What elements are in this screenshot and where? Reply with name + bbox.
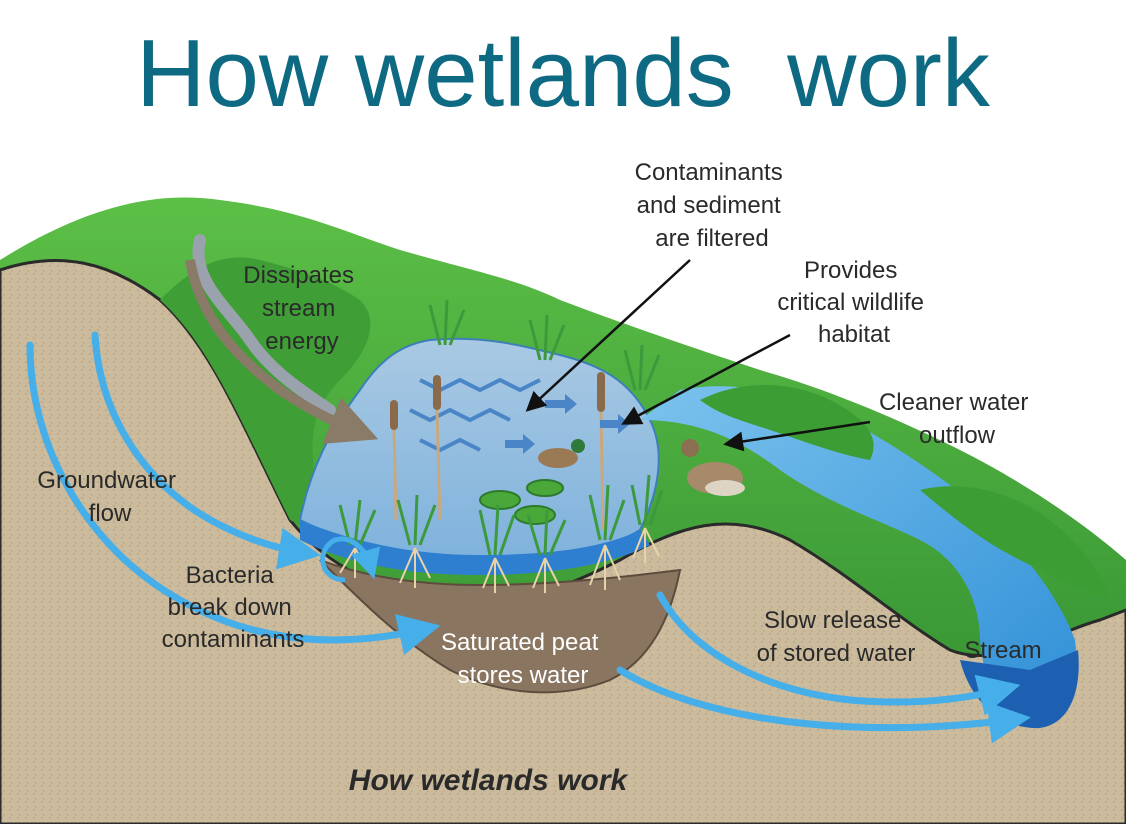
cattails <box>390 372 605 531</box>
label-wildlife: Provides critical wildlife habitat <box>777 257 930 348</box>
pond-current-2 <box>409 407 511 423</box>
wetland-plants <box>338 299 664 556</box>
duck-in-pond <box>538 439 585 468</box>
label-cleaner-water: Cleaner water outflow <box>879 389 1035 449</box>
label-groundwater: Groundwater flow <box>37 467 182 527</box>
page-title: How wetlands work <box>136 20 990 127</box>
label-dissipates: Dissipates stream energy <box>243 262 360 355</box>
upper-channel <box>192 234 336 416</box>
label-stream: Stream <box>964 637 1041 664</box>
wildlife-callout-arrow <box>621 333 791 425</box>
label-bacteria: Bacteria break down contaminants <box>162 562 305 653</box>
right-bank-grass <box>700 385 874 460</box>
pond-bottom-water <box>300 520 650 575</box>
peat-basin <box>319 559 682 694</box>
pond-current-3 <box>419 437 481 453</box>
contaminants-callout-arrow <box>525 259 691 412</box>
duck-on-bank <box>681 439 745 496</box>
diagram-caption: How wetlands work <box>349 764 629 797</box>
groundwater-arrow-2 <box>91 331 321 570</box>
lily-pads <box>479 479 564 525</box>
peat-outflow-arrow <box>616 666 1031 744</box>
groundwater-arrows <box>26 331 1031 744</box>
energy-arrow <box>185 259 379 444</box>
label-slow-release: Slow release of stored water <box>757 607 916 667</box>
right-bank-grass-2 <box>920 486 1110 600</box>
cleaner-callout-arrow <box>723 420 871 452</box>
slow-release-arrow <box>656 591 1021 716</box>
groundwater-arrow-1 <box>26 341 441 656</box>
label-contaminants: Contaminants and sediment are filtered <box>635 159 790 252</box>
bacteria-loop-arrow <box>320 536 381 583</box>
label-saturated-peat: Saturated peat stores water <box>441 629 605 689</box>
